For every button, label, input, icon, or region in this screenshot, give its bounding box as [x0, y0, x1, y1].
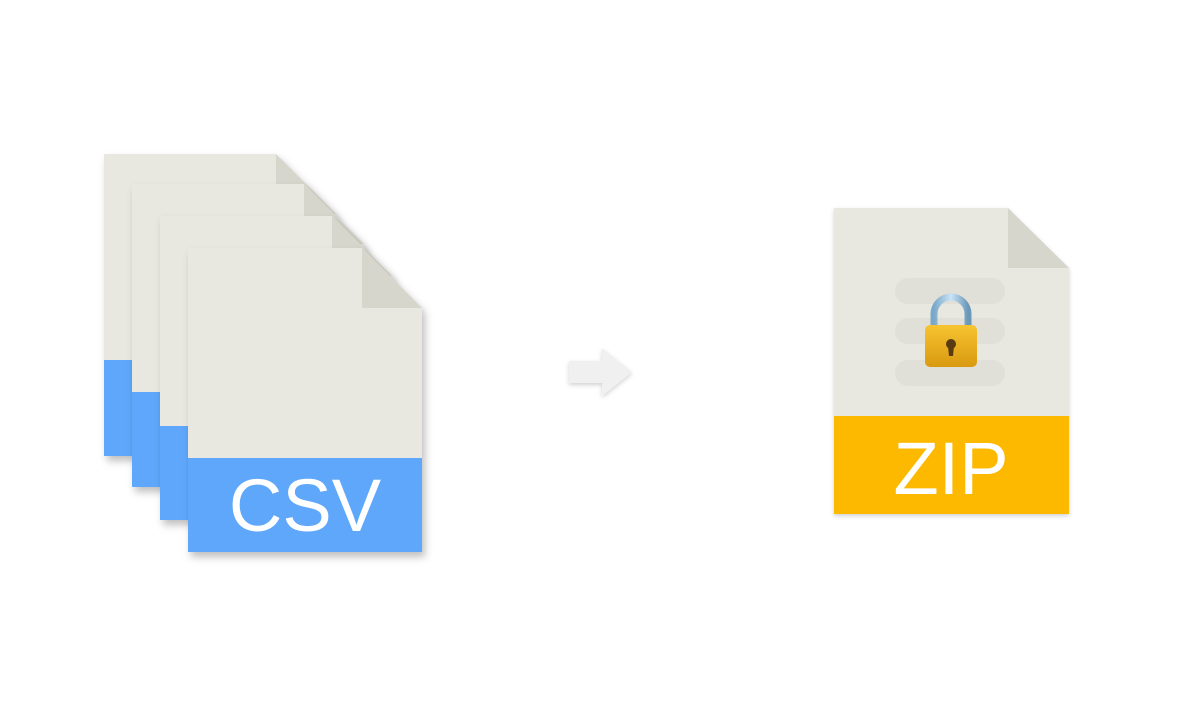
csv-label: CSV — [229, 464, 382, 547]
csv-file-stack-icon: CSV — [104, 154, 422, 552]
padlock-icon — [925, 293, 977, 367]
csv-file-sheet-front — [188, 248, 422, 552]
zip-file-icon: ZIP — [834, 208, 1069, 514]
zip-label: ZIP — [893, 427, 1008, 510]
right-arrow-icon — [569, 348, 632, 396]
